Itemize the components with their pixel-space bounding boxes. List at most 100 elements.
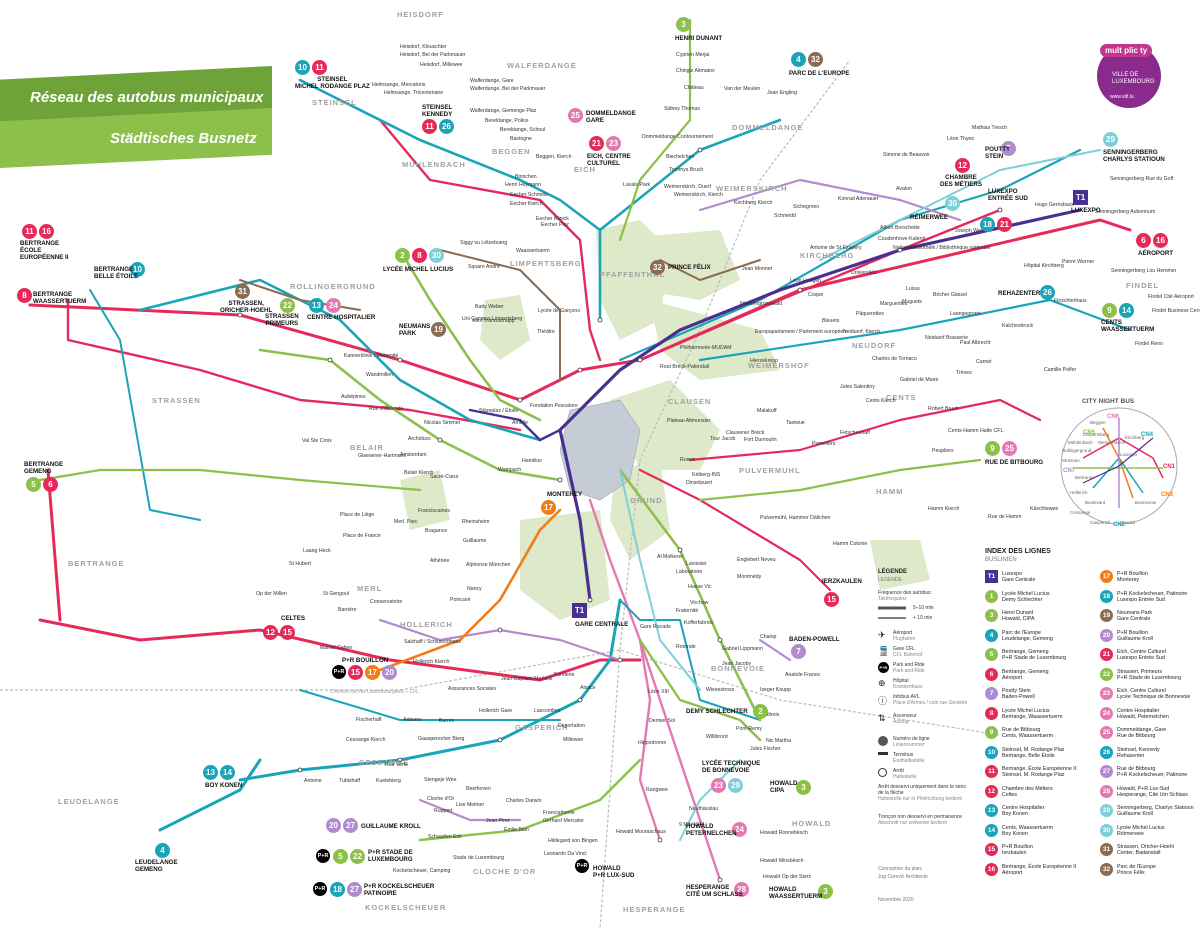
svg-text:Kockelscheuer, Camping: Kockelscheuer, Camping [393, 868, 450, 874]
svg-text:Dernier Sol: Dernier Sol [649, 718, 675, 724]
svg-text:CN6: CN6 [1107, 414, 1120, 420]
terminal-demy-schlechter: DEMY SCHLECHTER [686, 708, 748, 715]
svg-text:Pâquerettes: Pâquerettes [856, 311, 884, 317]
svg-text:Marguerites: Marguerites [880, 301, 908, 307]
svg-text:KIRCHBERG: KIRCHBERG [800, 251, 854, 260]
svg-text:Batty Weber: Batty Weber [475, 304, 504, 310]
svg-text:WEIMERSHOF: WEIMERSHOF [748, 361, 810, 370]
credit-label: Conception du plan: [878, 866, 923, 872]
line-badge-17b: 17 [365, 665, 380, 680]
index-entry-26: Steinsel, Kennedy Rehazenter [1117, 746, 1160, 759]
svg-text:Alsace: Alsace [580, 685, 596, 691]
index-badge-7: 7 [985, 687, 998, 700]
logo-city: VILLE DE LUXEMBOURG [1112, 72, 1155, 85]
svg-text:Trèves: Trèves [956, 370, 972, 376]
svg-text:Neuthäuslau: Neuthäuslau [689, 806, 718, 812]
svg-text:Pommiers: Pommiers [812, 441, 836, 447]
park-areas [400, 220, 930, 620]
svg-text:Eecher Plaz: Eecher Plaz [541, 222, 569, 228]
svg-text:Walferdange, Bei der Parkmauer: Walferdange, Bei der Parkmauer [470, 86, 546, 92]
night-bus-title: CITY NIGHT BUS [1082, 398, 1135, 405]
svg-text:Rumm: Rumm [680, 457, 695, 463]
line-badge-29: 29 [1103, 132, 1118, 147]
pr-bouillon-icon: P+R [332, 665, 346, 679]
index-badge-4: 4 [985, 628, 998, 642]
svg-text:Gaasperecher Bierg: Gaasperecher Bierg [418, 736, 465, 742]
svg-text:Nancy: Nancy [467, 586, 482, 592]
legend-freq1: 5–10 min [913, 605, 934, 611]
svg-text:CN3: CN3 [1161, 492, 1174, 498]
index-entry-32: Parc de l'Europe Prince Félix [1117, 863, 1156, 876]
line-badge-t1-gare: T1 [572, 603, 587, 618]
svg-text:Marcel Cahen: Marcel Cahen [320, 645, 352, 651]
svg-text:Barrès: Barrès [439, 718, 455, 724]
line-badge-18: 18 [980, 217, 995, 232]
svg-text:Hamilius: Hamilius [522, 458, 542, 464]
svg-text:Jean Piret: Jean Piret [486, 818, 510, 824]
line-badge-27: 27 [343, 818, 358, 833]
svg-text:NEUDORF: NEUDORF [852, 341, 896, 350]
svg-text:Wiesestross: Wiesestross [706, 687, 735, 693]
terminal-lycee-bonnevoie: LYCÉE TECHNIQUE DE BONNEVOIE [702, 760, 761, 774]
terminal-bertrange-ecole: BERTRANGE ÉCOLE EUROPÉENNE II [20, 240, 69, 261]
legend-one-way: Arrêt desservi uniquement dans le sens d… [878, 784, 966, 802]
airplane-icon: ✈ [878, 630, 886, 640]
legend-freq-title: Fréquence des autobus: [878, 590, 932, 596]
line-badge-30b: 30 [429, 248, 444, 263]
svg-text:Antoine: Antoine [304, 778, 322, 784]
index-entry-20: P+R Bouillon Guillaume Kroll [1117, 629, 1153, 642]
index-badge-22: 22 [1100, 667, 1113, 681]
svg-text:HEISDORF: HEISDORF [397, 10, 444, 19]
svg-text:Peupliers: Peupliers [932, 448, 954, 454]
svg-text:Schaarfen Eck: Schaarfen Eck [428, 834, 462, 840]
svg-text:HAMM: HAMM [876, 487, 903, 496]
night-place-3: Kirchberg [1125, 435, 1145, 440]
svg-text:Clausener Bréck: Clausener Bréck [726, 430, 765, 436]
night-place-8: Hollerich [1070, 490, 1088, 495]
line-badge-18b: 18 [330, 882, 345, 897]
svg-text:Konrad Adenauer: Konrad Adenauer [838, 196, 879, 202]
svg-text:Tour Jacob: Tour Jacob [710, 436, 735, 442]
svg-text:Bereldange, Schoul: Bereldange, Schoul [500, 127, 545, 133]
svg-text:Pont-Remy: Pont-Remy [736, 726, 762, 732]
line-badge-8b: 8 [412, 248, 427, 263]
night-bus-inset: CN6 CN5 CN4 CN7 CN1 CN3 CN2 [1060, 407, 1178, 528]
svg-text:Sidney Thomas: Sidney Thomas [664, 106, 700, 112]
legend-freq2: + 10 min [913, 615, 933, 621]
svg-text:HOWALD: HOWALD [792, 819, 831, 828]
svg-text:Carnet: Carnet [976, 359, 992, 365]
terminal-reimerwee: RÉIMERWEE [910, 214, 949, 221]
index-badge-31: 31 [1100, 843, 1113, 856]
svg-text:Henri Heymann: Henri Heymann [505, 182, 541, 188]
svg-text:Cloche d'Or: Cloche d'Or [427, 796, 454, 802]
terminal-pr-stade: P+R STADE DE LUXEMBOURG [368, 849, 413, 863]
svg-text:Guillaume: Guillaume [463, 538, 486, 544]
svg-text:Barrière: Barrière [338, 607, 357, 613]
svg-text:Amsterdam: Amsterdam [400, 452, 427, 458]
svg-text:Englebert Neveu: Englebert Neveu [737, 557, 776, 563]
svg-text:CESSANGE: CESSANGE [359, 758, 409, 767]
svg-text:Pulvermühl, Hammer Dällchen: Pulvermühl, Hammer Dällchen [760, 515, 830, 521]
night-place-0: Beggen [1090, 420, 1106, 425]
svg-text:Findel Business Center: Findel Business Center [1152, 308, 1200, 314]
night-place-4: Bonnevoie [1135, 500, 1157, 505]
index-entry-13: Centre Hospitalier Boy Konen [1002, 805, 1045, 817]
index-entry-16: Bertrange, École Européenne II Aéroport [1002, 863, 1077, 876]
line-badge-9: 9 [1102, 303, 1117, 318]
svg-text:Weimerskirch, Duerf: Weimerskirch, Duerf [664, 184, 711, 190]
line-badge-22b: 22 [350, 849, 365, 864]
terminal-ierzkaulen: IERZKAULEN [822, 578, 862, 585]
terminal-dommeldange-gare: DOMMELDANGE GARE [586, 110, 636, 124]
bus-lines [28, 18, 1132, 882]
svg-text:Neiduerf Brasserie: Neiduerf Brasserie [925, 335, 968, 341]
svg-text:Rue Verte: Rue Verte [385, 762, 408, 768]
svg-text:Pierre Werner: Pierre Werner [1062, 259, 1094, 265]
line-number-icon [878, 736, 888, 746]
index-entry-5: Bertrange, Gemeng P+R Stade de Luxembour… [1002, 649, 1067, 661]
index-entry-28: Howald, P+R Lux-Sud Hesperange, Cité Um … [1117, 785, 1188, 798]
index-badge-13: 13 [985, 804, 998, 817]
terminal-howald-cipa: HOWALD CIPA [770, 780, 798, 794]
line-badge-25: 25 [568, 108, 583, 123]
